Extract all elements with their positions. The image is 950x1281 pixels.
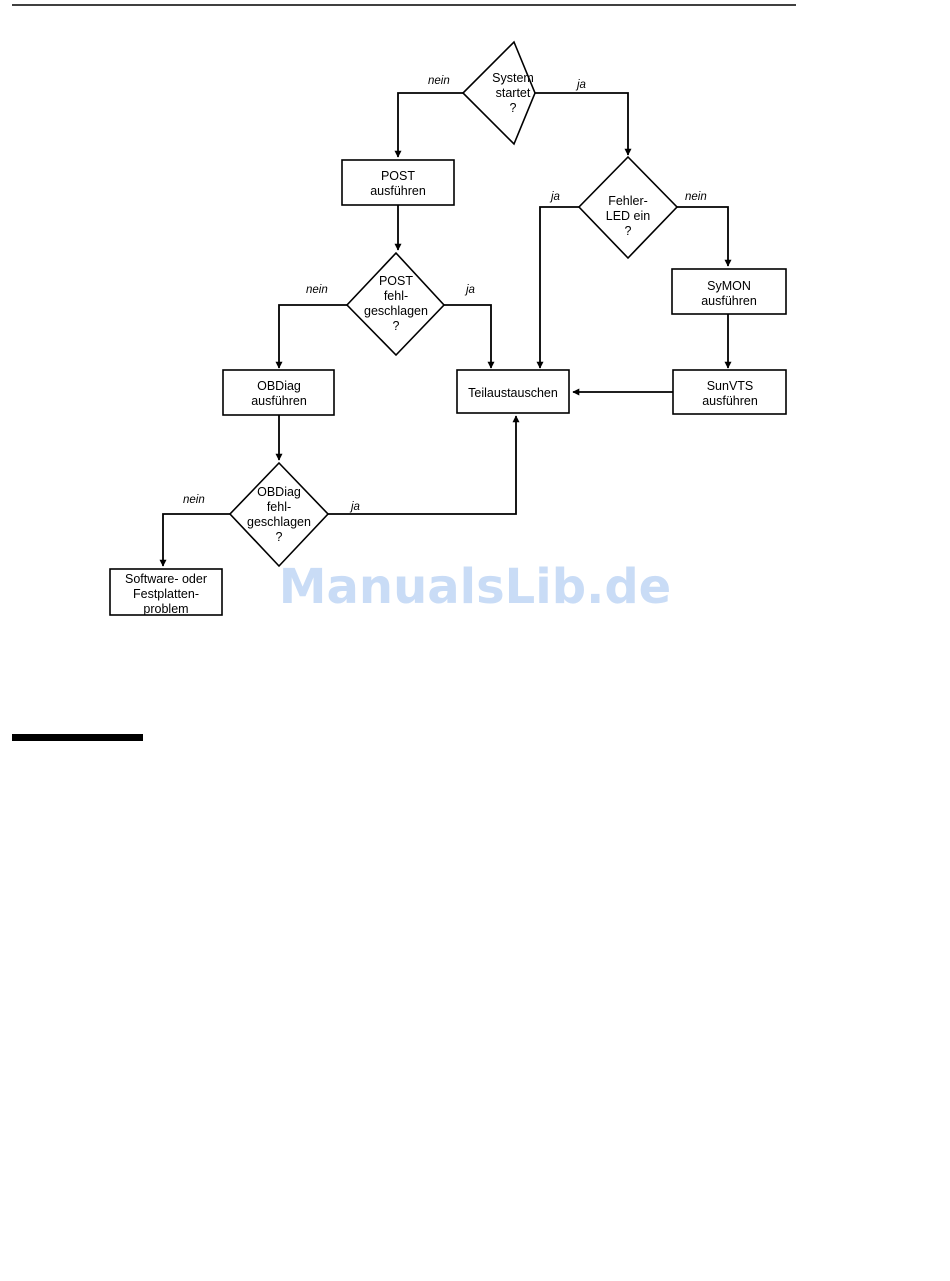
connector-post-no-to-obdiag (279, 305, 347, 368)
node-label-line: System (492, 71, 534, 85)
label-obdiag-nein: nein (183, 494, 205, 506)
node-label-line: ausführen (702, 394, 758, 408)
node-label-line: OBDiag (257, 379, 301, 393)
node-label-line: ? (393, 319, 400, 333)
node-label-line: ausführen (370, 184, 426, 198)
label-obdiag-ja: ja (349, 501, 360, 513)
connector-system-no-to-post (398, 93, 463, 157)
node-label-line: fehl- (267, 500, 291, 514)
box-teil-austauschen: Teilaustauschen (457, 370, 569, 413)
node-label-line: POST (381, 169, 415, 183)
label-fehler-ja: ja (549, 191, 560, 203)
node-label-line: ausführen (701, 294, 757, 308)
label-post-nein: nein (306, 284, 328, 296)
node-label-line: ausführen (251, 394, 307, 408)
node-label-line: Software- oder (125, 572, 207, 586)
node-label-line: OBDiag (257, 485, 301, 499)
decision-fehler-led: Fehler-LED ein? (579, 157, 677, 258)
connector-obdiag-yes-to-replace (328, 416, 516, 514)
section-rule (12, 734, 143, 741)
node-label-line: SunVTS (707, 379, 754, 393)
label-fehler-nein: nein (685, 191, 707, 203)
node-label-line: ? (510, 101, 517, 115)
node-label-line: LED ein (606, 209, 651, 223)
node-label-line: problem (143, 602, 188, 616)
node-label-line: ? (625, 224, 632, 238)
node-label-line: ? (276, 530, 283, 544)
node-label-line: fehl- (384, 289, 408, 303)
node-label-line: SyMON (707, 279, 751, 293)
connector-led-yes-to-replace (540, 207, 579, 368)
connector-led-no-to-symon (677, 207, 728, 266)
label-system-ja: ja (575, 79, 586, 91)
node-label-line: Teilaustauschen (468, 386, 558, 400)
node-label-line: POST (379, 274, 413, 288)
label-post-ja: ja (464, 284, 475, 296)
node-label-line: startet (496, 86, 531, 100)
connector-post-yes-to-replace (444, 305, 491, 368)
node-label-line: Fehler- (608, 194, 648, 208)
node-label-line: Festplatten- (133, 587, 199, 601)
watermark: ManualsLib.de (279, 559, 671, 615)
node-label-line: geschlagen (364, 304, 428, 318)
node-label-line: geschlagen (247, 515, 311, 529)
label-system-nein: nein (428, 75, 450, 87)
connector-obdiag-no-to-software (163, 514, 230, 566)
connector-system-yes-to-led (535, 93, 628, 155)
